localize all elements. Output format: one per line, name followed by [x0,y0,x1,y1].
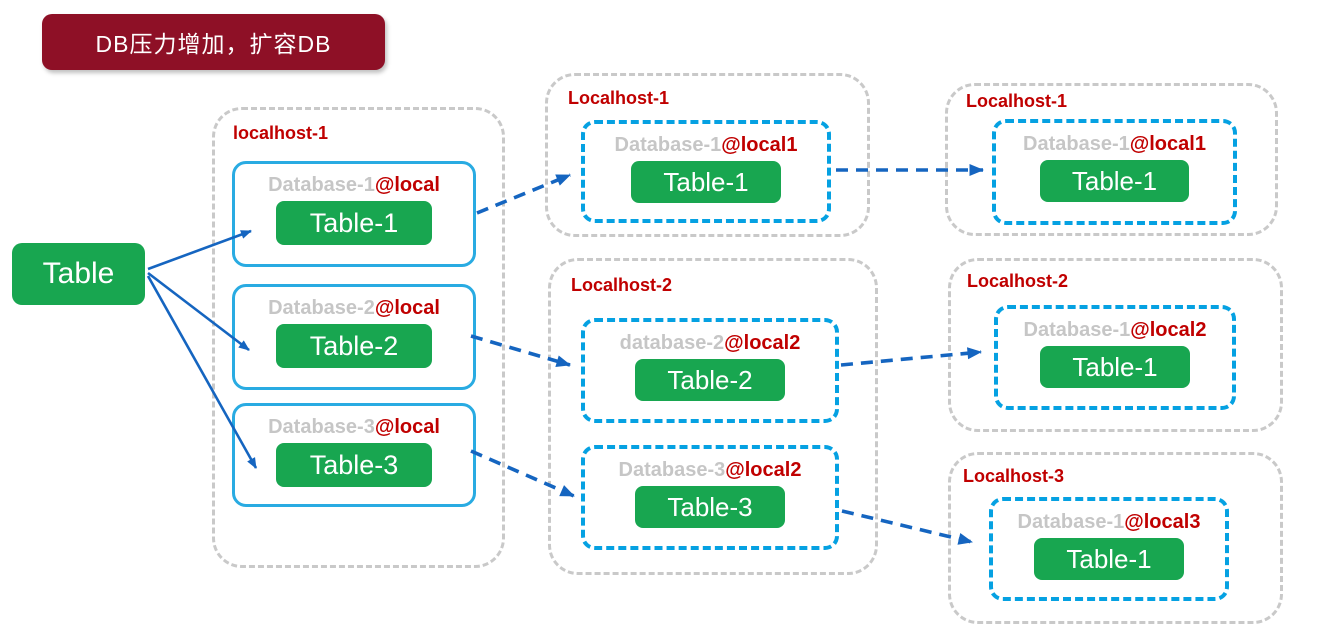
source-table-label: Table [42,257,115,290]
host-mid-localhost-2: Localhost-2 database-2@local2 Table-2 Da… [548,258,878,575]
table-chip: Table-1 [275,201,433,245]
host-right-localhost-1: Localhost-1 Database-1@local1 Table-1 [945,83,1278,236]
db-box-database-1-local1: Database-1@local1 Table-1 [581,120,831,223]
db-name: Database-3 [618,459,726,481]
db-box-database-3-local2: Database-3@local2 Table-3 [581,445,839,550]
host-right-localhost-2: Localhost-2 Database-1@local2 Table-1 [948,258,1283,432]
db-label: Database-1@local3 [1018,510,1201,534]
host-label: Localhost-3 [963,466,1065,486]
db-name: Database-1 [1023,319,1131,341]
db-label: Database-2@local [268,296,440,320]
db-box-database-1-local1-r: Database-1@local1 Table-1 [992,119,1237,225]
table-chip: Table-1 [1034,538,1184,580]
db-at: @local1 [1129,133,1206,155]
db-name: Database-1 [1023,133,1130,155]
table-chip: Table-1 [631,161,781,203]
db-at: @local3 [1124,511,1201,533]
host-mid-localhost-1: Localhost-1 Database-1@local1 Table-1 [545,73,870,237]
table-chip: Table-3 [275,443,433,487]
title-banner-text: DB压力增加，扩容DB [95,31,332,57]
table-chip: Table-1 [1040,346,1190,388]
host-label: Localhost-1 [966,91,1068,111]
db-at: @local2 [1130,319,1207,341]
db-name: Database-1 [614,134,722,156]
db-at: @local [374,416,440,438]
db-label: database-2@local2 [620,331,801,355]
db-box-database-2-local: Database-2@local Table-2 [232,284,476,390]
db-name: Database-1 [268,174,375,196]
db-at: @local1 [721,134,798,156]
host-left-localhost-1: localhost-1 Database-1@local Table-1 Dat… [212,107,505,568]
host-right-localhost-3: Localhost-3 Database-1@local3 Table-1 [948,452,1283,624]
db-box-database-2-local2: database-2@local2 Table-2 [581,318,839,423]
table-chip: Table-2 [635,359,785,401]
db-label: Database-1@local [268,173,440,197]
host-label: Localhost-2 [967,271,1069,291]
db-at: @local [374,297,440,319]
source-table-box: Table [12,243,145,305]
db-box-database-1-local2-r: Database-1@local2 Table-1 [994,305,1236,410]
host-label: Localhost-2 [571,275,673,295]
db-name: Database-1 [1017,511,1125,533]
db-label: Database-3@local2 [619,458,802,482]
db-box-database-1-local3-r: Database-1@local3 Table-1 [989,497,1229,601]
db-label: Database-3@local [268,415,440,439]
title-banner: DB压力增加，扩容DB [42,14,385,70]
host-label: localhost-1 [233,123,329,143]
table-chip: Table-2 [275,324,433,368]
table-chip: Table-3 [635,486,785,528]
db-at: @local2 [724,332,801,354]
db-name: Database-3 [268,416,375,438]
db-box-database-3-local: Database-3@local Table-3 [232,403,476,507]
db-name: Database-2 [268,297,375,319]
db-at: @local2 [725,459,802,481]
db-at: @local [374,174,440,196]
db-label: Database-1@local1 [615,133,798,157]
db-name: database-2 [619,332,725,354]
host-label: Localhost-1 [568,88,670,108]
db-label: Database-1@local2 [1024,318,1207,342]
db-box-database-1-local: Database-1@local Table-1 [232,161,476,267]
db-label: Database-1@local1 [1023,132,1206,156]
table-chip: Table-1 [1039,160,1190,202]
